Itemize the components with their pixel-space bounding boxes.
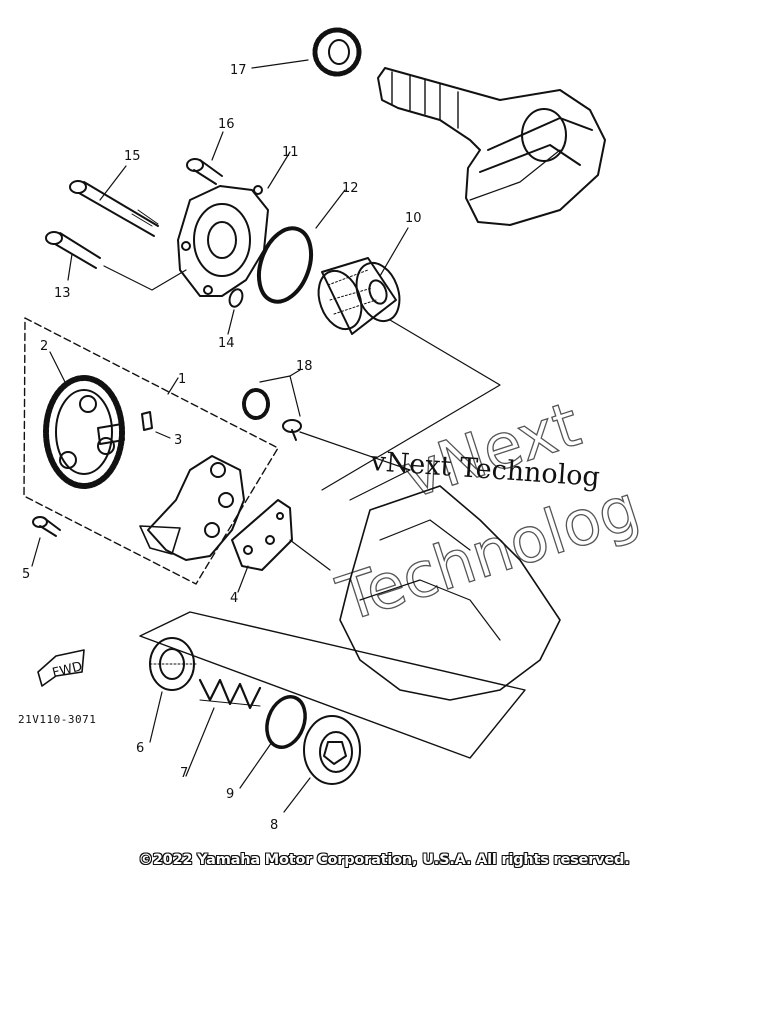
part-1-oil-pump-assembly bbox=[23, 317, 279, 585]
callout-12: 12 bbox=[342, 181, 359, 196]
watermark: vNext Technolog bbox=[328, 387, 648, 637]
callout-16: 16 bbox=[218, 117, 235, 132]
watermark-large-word-2: Technolog bbox=[329, 470, 648, 636]
part-7-spring bbox=[185, 678, 262, 777]
callout-8: 8 bbox=[270, 818, 278, 833]
part-13-bolt bbox=[45, 231, 187, 291]
part-12-o-ring bbox=[256, 189, 346, 304]
part-3-pin bbox=[141, 411, 171, 439]
parts-diagram: vNext Technolog bbox=[18, 27, 648, 833]
crankcase-illustration bbox=[339, 485, 561, 701]
part-4-gasket-plate bbox=[231, 499, 331, 593]
callout-17: 17 bbox=[230, 63, 247, 78]
callout-13: 13 bbox=[54, 286, 71, 301]
callout-3: 3 bbox=[174, 433, 182, 448]
drawing-code: 21V110-3071 bbox=[18, 713, 96, 726]
fwd-arrow-icon bbox=[37, 649, 85, 687]
callout-2: 2 bbox=[40, 339, 48, 354]
callout-18: 18 bbox=[296, 359, 313, 374]
part-5-screw bbox=[31, 516, 61, 567]
callout-5: 5 bbox=[22, 567, 30, 582]
part-10-oil-filter bbox=[317, 227, 501, 491]
relief-valve-group bbox=[139, 611, 526, 759]
oil-pump-body bbox=[139, 455, 245, 561]
part-11-pump-cover bbox=[177, 151, 291, 297]
part-16-bolt bbox=[186, 131, 224, 185]
part-8-plug bbox=[283, 715, 361, 813]
callout-1: 1 bbox=[178, 372, 186, 387]
callout-4: 4 bbox=[230, 591, 238, 606]
part-14-small-o-ring bbox=[227, 288, 244, 335]
callout-14: 14 bbox=[218, 336, 235, 351]
copyright-notice: ©2022 Yamaha Motor Corporation, U.S.A. A… bbox=[138, 852, 630, 868]
fwd-label: FWD bbox=[51, 659, 84, 681]
crankshaft-illustration bbox=[377, 67, 606, 226]
part-18-plug-set bbox=[242, 369, 411, 501]
callout-7: 7 bbox=[180, 766, 188, 781]
callout-15: 15 bbox=[124, 149, 141, 164]
part-15-long-bolt bbox=[69, 165, 159, 237]
callout-9: 9 bbox=[226, 787, 234, 802]
part-2-pump-gear bbox=[43, 351, 125, 489]
part-6-strainer bbox=[149, 637, 197, 743]
callout-11: 11 bbox=[282, 145, 299, 160]
callout-6: 6 bbox=[136, 741, 144, 756]
callout-10: 10 bbox=[405, 211, 422, 226]
callout-labels: 1 2 3 4 5 6 7 8 9 10 11 12 13 14 15 16 1… bbox=[18, 63, 422, 833]
part-9-o-ring bbox=[239, 695, 307, 789]
part-17-drive-gear bbox=[251, 27, 362, 77]
